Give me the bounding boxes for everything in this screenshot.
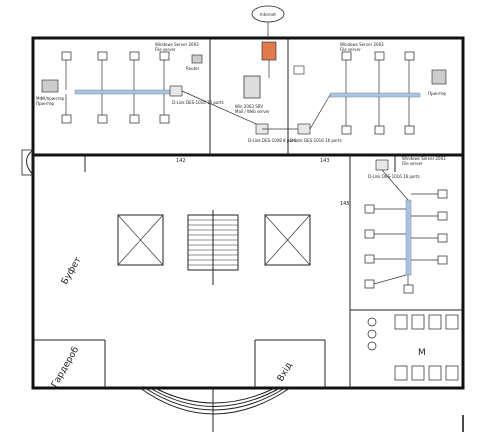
entrance-steps bbox=[139, 387, 291, 432]
switch-right-label: D-Link DES-1016 16 ports bbox=[290, 138, 342, 143]
switch-center-label: D-Link DES-1008 8 ports bbox=[248, 138, 297, 143]
elevator-right bbox=[264, 214, 311, 266]
pc-group-left bbox=[61, 51, 170, 124]
pc-group-right-mid bbox=[364, 189, 448, 294]
room-label-toilet: М bbox=[418, 348, 426, 358]
projector-icon bbox=[293, 65, 305, 75]
printer-right-icon: Принтер bbox=[428, 69, 447, 96]
backbone-right bbox=[329, 92, 421, 98]
elevator-left bbox=[117, 214, 164, 266]
router-icon: Router bbox=[186, 54, 203, 71]
room-number-143: 143 bbox=[320, 158, 330, 164]
switch-right-mid-label: D-Link DES-1016 16 ports bbox=[368, 174, 420, 179]
toilet-fixtures bbox=[367, 314, 459, 381]
printer-right-label: Принтер bbox=[428, 91, 447, 96]
outer-walls bbox=[31, 36, 465, 390]
room-dividers bbox=[33, 38, 463, 388]
room-label-wardrobe: Гардероб bbox=[50, 345, 82, 390]
switch-left-label: D-Link DES-1016 16 ports bbox=[172, 100, 224, 105]
room-label-buffet: Буфет bbox=[60, 256, 84, 287]
firewall-icon bbox=[261, 41, 277, 78]
switch-right-icon: D-Link DES-1016 16 ports bbox=[290, 123, 342, 143]
pc-group-top-right bbox=[341, 51, 415, 135]
left-door bbox=[21, 149, 34, 176]
cloud-label: Internet bbox=[260, 12, 276, 17]
internet-cloud: Internet bbox=[251, 5, 285, 40]
stairs bbox=[187, 210, 239, 285]
backbone-left bbox=[74, 89, 181, 95]
network-cables bbox=[65, 60, 438, 285]
router-label: Router bbox=[186, 66, 200, 71]
room-number-145: 145 bbox=[340, 201, 350, 207]
room-label-entrance: Вхід bbox=[276, 361, 295, 384]
backbone-vertical bbox=[405, 199, 412, 276]
switch-left-icon: D-Link DES-1016 16 ports bbox=[169, 85, 224, 105]
room-number-142: 142 bbox=[176, 158, 186, 164]
